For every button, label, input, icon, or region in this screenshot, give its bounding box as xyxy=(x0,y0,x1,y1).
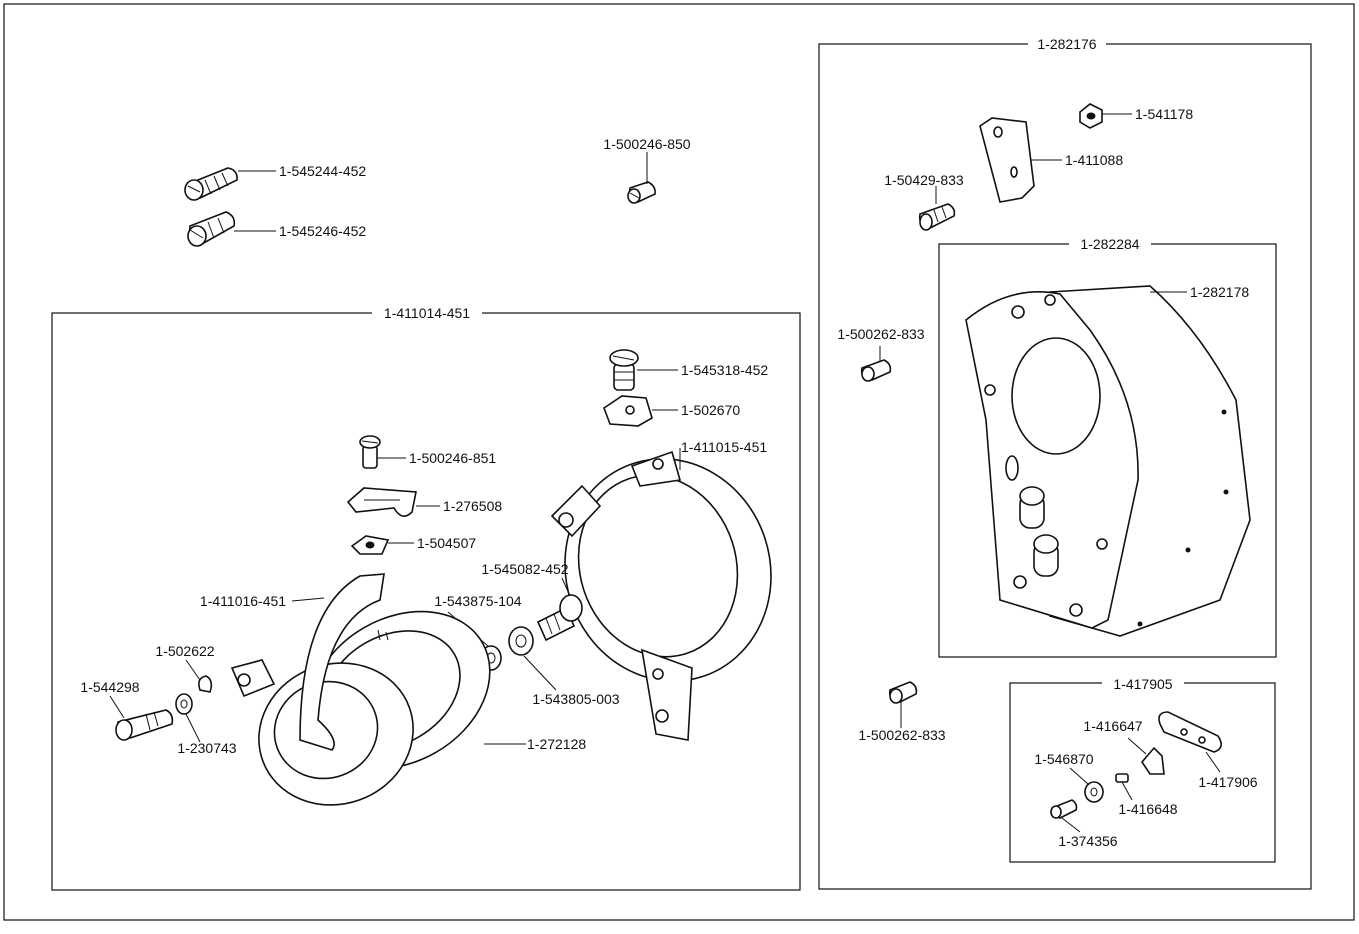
callout-1-276508: 1-276508 xyxy=(443,498,502,514)
leader-line xyxy=(1127,737,1147,755)
screw-1-500262-833-upper xyxy=(860,359,892,382)
callout-1-500246-851: 1-500246-851 xyxy=(409,450,496,466)
callout-1-543805-003: 1-543805-003 xyxy=(532,691,619,707)
washer-1-546870 xyxy=(1084,781,1104,803)
rotary-hook-1-411016-451 xyxy=(230,573,414,806)
nut-1-541178 xyxy=(1079,103,1103,129)
screw-1-500246-850 xyxy=(627,181,656,204)
callout-1-374356: 1-374356 xyxy=(1058,833,1117,849)
callout-1-417906: 1-417906 xyxy=(1198,774,1257,790)
washer-1-543805-003 xyxy=(508,626,534,656)
leader-line xyxy=(561,577,571,597)
leader-line xyxy=(1121,781,1133,801)
screw-1-500246-851 xyxy=(359,435,381,469)
callout-1-546870: 1-546870 xyxy=(1034,751,1093,767)
callout-1-545244-452: 1-545244-452 xyxy=(279,163,366,179)
callout-1-541178: 1-541178 xyxy=(1135,106,1193,122)
plate-group-label: 1-282284 xyxy=(1080,236,1139,252)
callout-1-416648: 1-416648 xyxy=(1118,801,1177,817)
lever-1-416647 xyxy=(1140,746,1165,775)
leader-line xyxy=(523,655,557,691)
callout-1-416647: 1-416647 xyxy=(1083,718,1142,734)
page-border xyxy=(3,3,1355,921)
main-group-label: 1-411014-451 xyxy=(384,305,470,321)
callout-1-545246-452: 1-545246-452 xyxy=(279,223,366,239)
screw-1-544298 xyxy=(115,709,174,741)
callout-1-230743: 1-230743 xyxy=(177,740,236,756)
callout-1-272128: 1-272128 xyxy=(527,736,586,752)
right-group-frame: 1-282176 xyxy=(818,35,1312,890)
small-group-label: 1-417905 xyxy=(1113,676,1172,692)
nut-1-504507 xyxy=(350,535,390,555)
callout-1-544298: 1-544298 xyxy=(80,679,139,695)
callout-1-545318-452: 1-545318-452 xyxy=(681,362,768,378)
bracket-1-411088 xyxy=(979,117,1035,203)
callout-1-502670: 1-502670 xyxy=(681,402,740,418)
leader-line xyxy=(185,659,201,681)
screw-1-545244-452 xyxy=(184,167,238,201)
screw-1-500262-833-lower xyxy=(888,681,918,704)
callout-1-411088: 1-411088 xyxy=(1065,152,1123,168)
screw-1-374356 xyxy=(1050,799,1078,819)
pin-1-416648 xyxy=(1115,773,1129,783)
plate-group-frame: 1-282284 xyxy=(938,235,1277,658)
stud-1-545082-452 xyxy=(536,594,583,642)
callout-1-50429-833: 1-50429-833 xyxy=(884,172,964,188)
callout-1-500246-850: 1-500246-850 xyxy=(603,136,690,152)
callout-1-545082-452: 1-545082-452 xyxy=(481,561,568,577)
callout-1-500262-833-upper: 1-500262-833 xyxy=(837,326,924,342)
small-group-frame: 1-417905 xyxy=(1009,674,1276,863)
clip-1-276508 xyxy=(346,487,417,517)
main-group-frame: 1-411014-451 xyxy=(51,304,801,891)
right-group-label: 1-282176 xyxy=(1037,36,1096,52)
leader-line xyxy=(1205,751,1221,773)
circlip-1-502622 xyxy=(198,675,213,693)
housing-1-411015-451 xyxy=(550,450,772,741)
cover-plate-1-282284 xyxy=(965,285,1251,637)
screw-1-545318-452 xyxy=(609,349,639,391)
callout-1-411016-451: 1-411016-451 xyxy=(200,593,286,609)
screw-1-50429-833 xyxy=(918,203,956,231)
callout-1-502622: 1-502622 xyxy=(155,643,214,659)
callout-1-282178: 1-282178 xyxy=(1190,284,1249,300)
callout-1-543875-104: 1-543875-104 xyxy=(434,593,521,609)
callout-1-411015-451: 1-411015-451 xyxy=(681,439,767,455)
link-1-417906 xyxy=(1158,711,1222,753)
washer-1-230743 xyxy=(175,693,193,715)
bracket-1-502670 xyxy=(603,395,653,427)
leader-line xyxy=(1061,817,1081,833)
leader-line xyxy=(109,695,125,719)
leader-line xyxy=(1069,767,1089,785)
leader-line xyxy=(185,713,201,743)
screw-1-545246-452 xyxy=(187,211,236,247)
leader-line xyxy=(291,597,325,602)
callout-1-504507: 1-504507 xyxy=(417,535,476,551)
callout-1-500262-833-lower: 1-500262-833 xyxy=(858,727,945,743)
